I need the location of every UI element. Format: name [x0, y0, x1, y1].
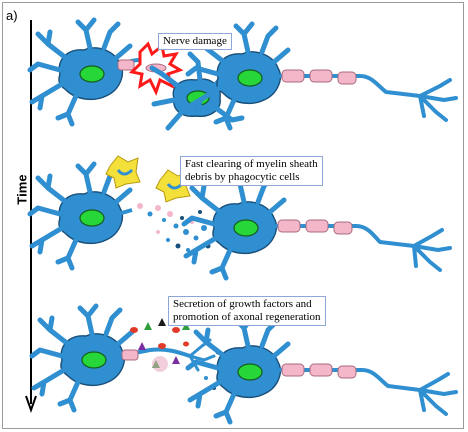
growth-factors — [130, 318, 190, 372]
caption-nerve-damage: Nerve damage — [158, 33, 232, 50]
caption-line: debris by phagocytic cells — [185, 171, 300, 183]
caption-debris-clearing: Fast clearing of myelin sheath debris by… — [180, 156, 323, 186]
caption-regeneration: Secretion of growth factors and promotio… — [168, 296, 326, 326]
stage-1-nerve-damage — [30, 20, 458, 128]
axon-terminal — [418, 78, 458, 122]
neuron-body-right — [188, 318, 288, 422]
caption-line: Fast clearing of myelin sheath — [185, 158, 318, 170]
neuron-body-left — [30, 20, 130, 124]
caption-line: Secretion of growth factors and — [173, 298, 312, 310]
phagocyte-icon — [104, 154, 142, 190]
caption-line: promotion of axonal regeneration — [173, 311, 321, 323]
time-axis-arrowhead — [25, 395, 37, 413]
stage-3-regeneration — [32, 306, 458, 422]
myelin-segment — [117, 59, 135, 71]
neuron-body-left — [32, 306, 132, 410]
time-axis-label: Time — [14, 174, 30, 205]
caption-line: Nerve damage — [163, 35, 227, 47]
stage-2-debris-clearing — [30, 154, 452, 278]
panel-label: a) — [6, 8, 18, 23]
neuron-body-right — [184, 174, 284, 278]
